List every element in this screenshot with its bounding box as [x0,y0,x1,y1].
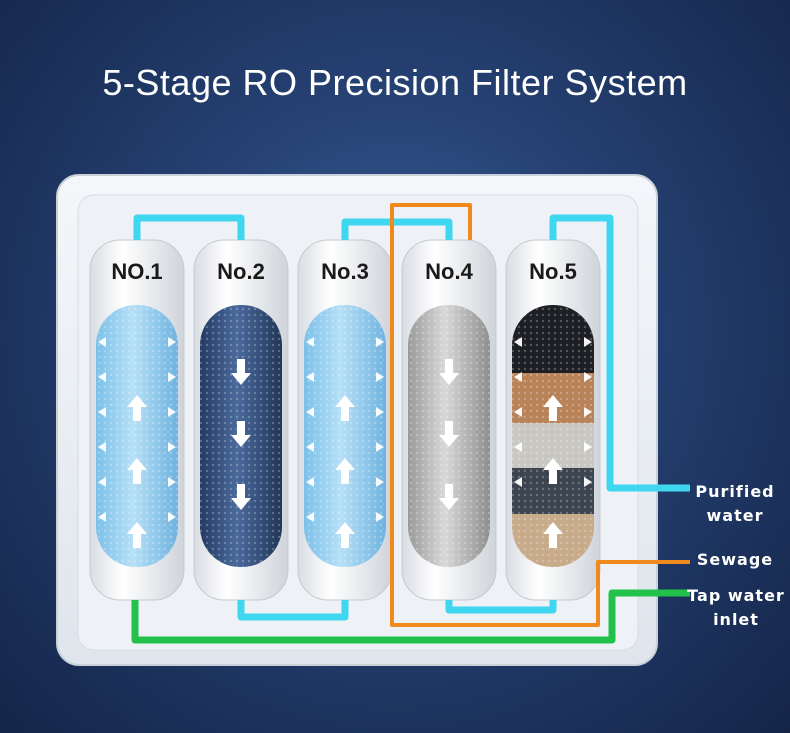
stage-label-1: NO.1 [111,259,162,284]
purified-flow-lines [133,214,690,621]
arrow-down-icon [439,484,459,510]
arrow-up-icon [335,395,355,421]
side-flow-arrows [98,337,592,522]
purified-water-label-1: Purified [695,482,775,501]
stage-label-5: No.5 [529,259,577,284]
tap-water-label-2: inlet [713,610,759,629]
page-title: 5-Stage RO Precision Filter System [102,62,688,103]
filter-stage-4 [401,239,497,601]
sewage-flow-lines [390,203,690,627]
stage-label-2: No.2 [217,259,265,284]
tap-water-label-1: Tap water [687,586,785,605]
arrow-up-icon [543,458,563,484]
arrow-up-icon [335,458,355,484]
arrow-up-icon [543,522,563,548]
sewage-callout: Sewage [690,548,780,572]
arrow-down-icon [439,421,459,447]
arrow-up-icon [127,395,147,421]
arrow-up-icon [127,522,147,548]
stage-label-3: No.3 [321,259,369,284]
arrow-down-icon [439,359,459,385]
filter-stage-2 [193,239,289,601]
arrow-down-icon [231,484,251,510]
arrow-down-icon [231,421,251,447]
arrow-up-icon [543,395,563,421]
sewage-label: Sewage [696,550,774,569]
stage-label-4: No.4 [425,259,473,284]
arrow-up-icon [127,458,147,484]
tap-water-callout: Tap water inlet [684,584,788,632]
purified-water-label-2: water [706,506,764,525]
flow-arrows [127,359,563,548]
arrow-down-icon [231,359,251,385]
tap-water-flow-line [131,589,690,644]
arrow-up-icon [335,522,355,548]
purified-water-callout: Purified water [690,480,780,528]
